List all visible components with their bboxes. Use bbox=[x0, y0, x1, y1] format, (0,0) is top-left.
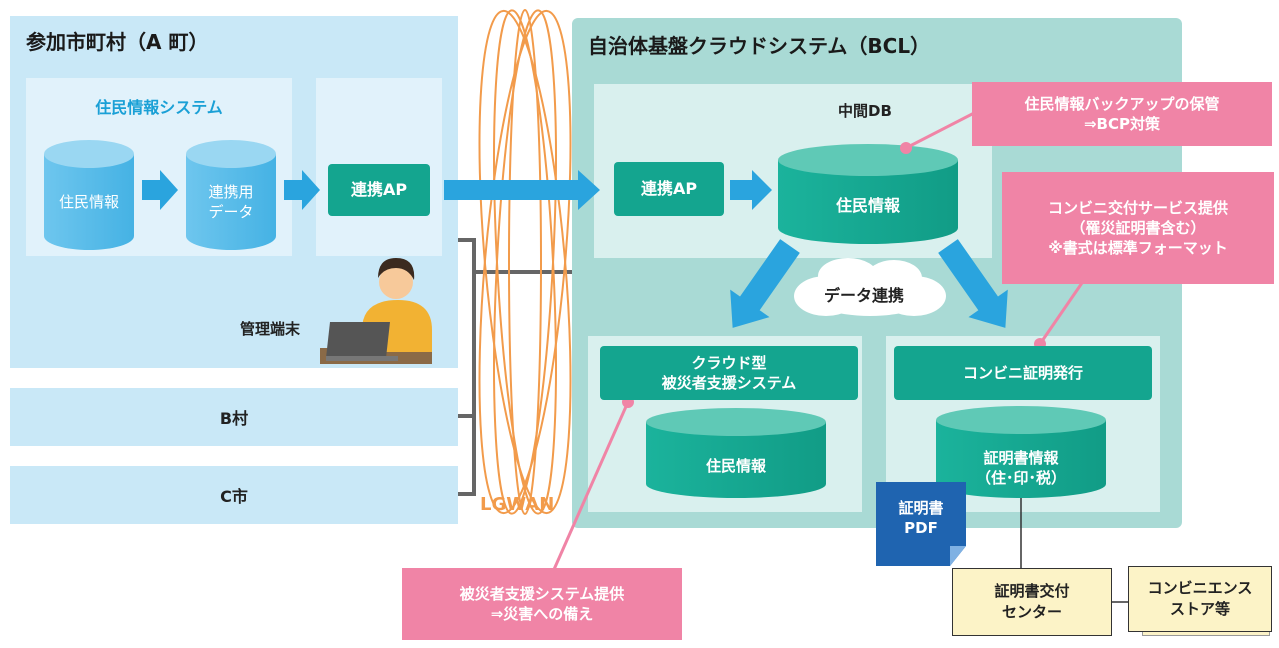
backup-callout-text: 住民情報バックアップの保管 ⇒BCP対策 bbox=[1024, 95, 1220, 133]
muni-c-box: C市 bbox=[10, 466, 458, 524]
certificate-center-label: 証明書交付 センター bbox=[994, 582, 1070, 621]
callout-pointers bbox=[550, 108, 1086, 575]
arrow-right-icon bbox=[142, 170, 178, 210]
callout-dot-icon bbox=[900, 142, 912, 154]
link-data-label: 連携用 データ bbox=[208, 183, 254, 221]
certificate-db-cylinder-icon bbox=[936, 406, 1106, 498]
muni-b-box: B村 bbox=[10, 388, 458, 446]
disaster-system-label: クラウド型 被災者支援システム bbox=[661, 354, 797, 392]
certificate-center-box: 証明書交付 センター bbox=[952, 568, 1112, 636]
middle-db-label: 住民情報 bbox=[835, 196, 900, 215]
disaster-support-callout: 被災者支援システム提供 ⇒災害への備え bbox=[402, 568, 682, 640]
convenience-service-callout-text: コンビニ交付サービス提供 （罹災証明書含む） ※書式は標準フォーマット bbox=[1047, 199, 1228, 257]
data-link-left-arrow-icon bbox=[730, 239, 800, 328]
admin-terminal-label: 管理端末 bbox=[240, 320, 301, 338]
arrow-right-icon bbox=[284, 170, 320, 210]
output-connectors bbox=[1020, 498, 1128, 603]
disaster-db-label: 住民情報 bbox=[705, 457, 766, 475]
convenience-service-callout: コンビニ交付サービス提供 （罹災証明書含む） ※書式は標準フォーマット bbox=[1002, 172, 1274, 284]
middle-db-title: 中間DB bbox=[838, 102, 892, 120]
lgwan-label: LGWAN bbox=[480, 494, 555, 515]
lgwan-transfer-arrow-icon bbox=[444, 170, 600, 210]
stores-label: コンビニエンス ストア等 bbox=[1147, 579, 1253, 618]
arrow-right-icon bbox=[730, 170, 772, 210]
link-ap-left-box: 連携AP bbox=[328, 164, 430, 216]
network-lines bbox=[458, 238, 572, 496]
certificate-pdf-icon bbox=[876, 482, 966, 566]
certificate-pdf-label: 証明書 PDF bbox=[898, 499, 944, 537]
certificate-db-label: 証明書情報 （住･印･税） bbox=[975, 449, 1066, 487]
backup-callout: 住民情報バックアップの保管 ⇒BCP対策 bbox=[972, 82, 1272, 146]
disaster-db-cylinder-icon bbox=[646, 408, 826, 498]
middle-db-cylinder-icon bbox=[778, 144, 958, 244]
convenience-issue-label: コンビニ証明発行 bbox=[962, 364, 1083, 382]
resident-db-label: 住民情報 bbox=[58, 193, 119, 211]
resident-db-cylinder-icon bbox=[44, 140, 134, 250]
link-data-cylinder-icon bbox=[186, 140, 276, 250]
data-link-cloud-icon bbox=[794, 258, 946, 316]
stores-box: コンビニエンス ストア等 bbox=[1128, 566, 1272, 632]
link-ap-left-label: 連携AP bbox=[350, 180, 408, 199]
disaster-system-box: クラウド型 被災者支援システム bbox=[600, 346, 858, 400]
data-link-right-arrow-icon bbox=[938, 239, 1008, 328]
muni-b-label: B村 bbox=[219, 409, 249, 428]
resident-system-title: 住民情報システム bbox=[95, 98, 223, 117]
admin-person-icon bbox=[320, 258, 432, 364]
data-link-label: データ連携 bbox=[824, 286, 905, 305]
lgwan-network-icon bbox=[478, 9, 572, 515]
bcl-title: 自治体基盤クラウドシステム（BCL） bbox=[588, 34, 931, 58]
disaster-support-callout-text: 被災者支援システム提供 ⇒災害への備え bbox=[459, 585, 625, 623]
convenience-issue-box: コンビニ証明発行 bbox=[894, 346, 1152, 400]
participating-municipality-title: 参加市町村（A 町） bbox=[26, 30, 209, 54]
link-ap-right-box: 連携AP bbox=[614, 162, 724, 216]
link-ap-right-label: 連携AP bbox=[640, 179, 698, 198]
muni-c-label: C市 bbox=[220, 487, 248, 506]
